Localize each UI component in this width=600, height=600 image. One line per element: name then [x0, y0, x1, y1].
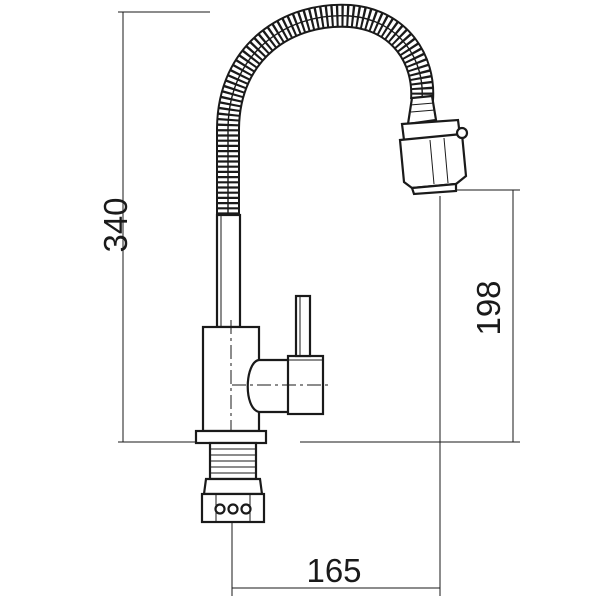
faucet-handle [232, 294, 330, 416]
mounting-hole-icon [240, 503, 252, 515]
reach-label: 165 [306, 552, 361, 589]
dimension-spout-height: 198 [300, 189, 520, 443]
mounting-hole-icon [227, 503, 239, 515]
total-height-label: 340 [97, 197, 134, 252]
spray-head [398, 94, 469, 196]
mounting-shank [200, 441, 266, 524]
spout-height-label: 198 [470, 280, 507, 335]
dimension-total-height: 340 [97, 11, 210, 443]
base-flange [194, 429, 268, 445]
faucet-stem [215, 213, 242, 329]
flexible-hose [216, 3, 435, 228]
mounting-hole-icon [214, 503, 226, 515]
spray-button-icon [455, 126, 469, 140]
